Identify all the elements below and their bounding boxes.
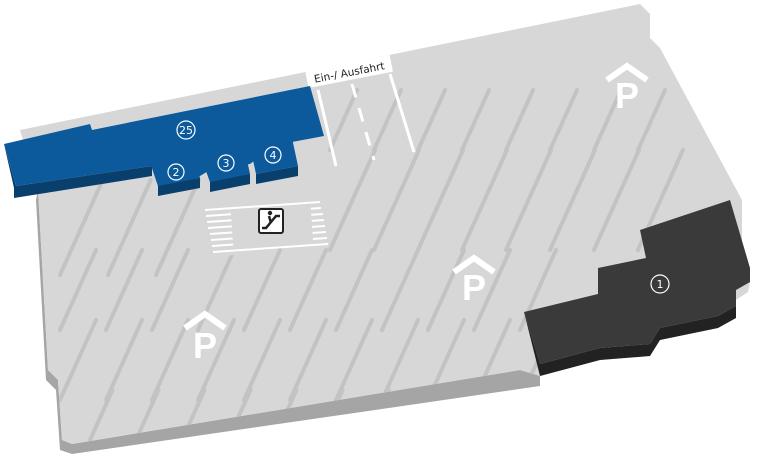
unit-25-side [4,144,152,198]
parking-stripe [104,318,144,402]
parking-stripe [548,148,597,252]
unit-1-badge [650,274,670,294]
parking-stripes [58,88,685,442]
unit-3-label: 3 [223,157,230,170]
parking-stripe [58,248,98,332]
unit-3-top [200,146,250,182]
unit-1-top [524,200,750,364]
parking-letter: P [462,267,486,308]
parking-stripe [88,388,115,442]
entrance-lane [316,73,416,167]
unit-1-side [524,306,736,376]
unit-3-badge [217,154,235,172]
unit-25-label: 25 [179,124,193,137]
parking-stripe [592,88,623,152]
unit-4-top [250,138,298,174]
escalator-zone [204,196,329,258]
floor-plate-side [36,190,540,454]
unit-4-badge [264,146,282,164]
parking-stripe [548,88,579,152]
escalator-icon [258,208,284,234]
parking-stripe [154,178,201,277]
parking-stripe [636,88,667,152]
parking-stripe [504,148,553,252]
parking-stripe [334,318,374,402]
parking-stripe [242,318,282,402]
parking-stripe [416,88,447,152]
parking-stripe [460,88,491,152]
parking-stripe [58,318,98,402]
parking-stripe [134,388,161,442]
parking-stripe [328,88,359,152]
parking-stripe [504,88,535,152]
unit-25-badge [176,120,196,140]
unit-3[interactable]: 3 [200,146,250,192]
unit-4[interactable]: 4 [250,138,298,184]
unit-2-top [150,154,200,186]
parking-stripe [416,148,465,252]
parking-letter: P [193,325,217,366]
unit-2[interactable]: 2 [150,154,200,196]
parking-stripe [288,318,328,402]
parking-stripe [288,248,328,332]
unit-1[interactable]: 1 [524,200,750,376]
unit-2-label: 2 [173,166,180,179]
unit-4-label: 4 [270,149,277,162]
parking-stripe [334,248,374,332]
parking-stripe [196,318,236,402]
parking-stripe [328,148,377,252]
parking-icon-center: P [452,254,496,308]
parking-stripe [150,318,190,402]
parking-stripe [472,248,512,332]
unit-1-label: 1 [657,278,664,291]
parking-letter: P [615,75,639,116]
parking-stripe [372,148,421,252]
parking-stripe [592,148,641,252]
parking-stripe [150,248,190,332]
parking-stripe [460,148,509,252]
parking-stripe [380,248,420,332]
unit-2-badge [167,163,185,181]
parking-stripe [104,248,144,332]
unit-4-side [250,146,298,184]
parking-stripe [426,248,466,332]
parking-icon-southwest: P [183,310,227,366]
parking-icon-north: P [605,62,649,116]
parking-stripe [380,318,420,402]
parking-stripe [106,178,153,277]
unit-3-side [200,154,250,192]
unit-2-side [150,162,200,196]
parking-stripe [58,178,105,277]
parking-stripe [242,248,282,332]
parking-stripe [456,388,483,442]
